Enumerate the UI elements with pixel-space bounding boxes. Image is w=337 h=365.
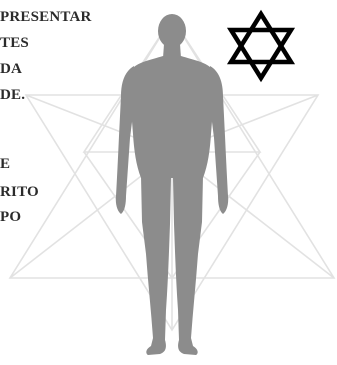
caption-line-4: DE. [0,86,25,104]
caption-line-8: PO [0,208,21,226]
caption-line-2: TES [0,34,29,52]
caption-line-3: DA [0,60,22,78]
caption-line-6: E [0,155,10,173]
caption-line-7: RITO [0,183,39,201]
caption-line-1: PRESENTAR [0,8,92,26]
